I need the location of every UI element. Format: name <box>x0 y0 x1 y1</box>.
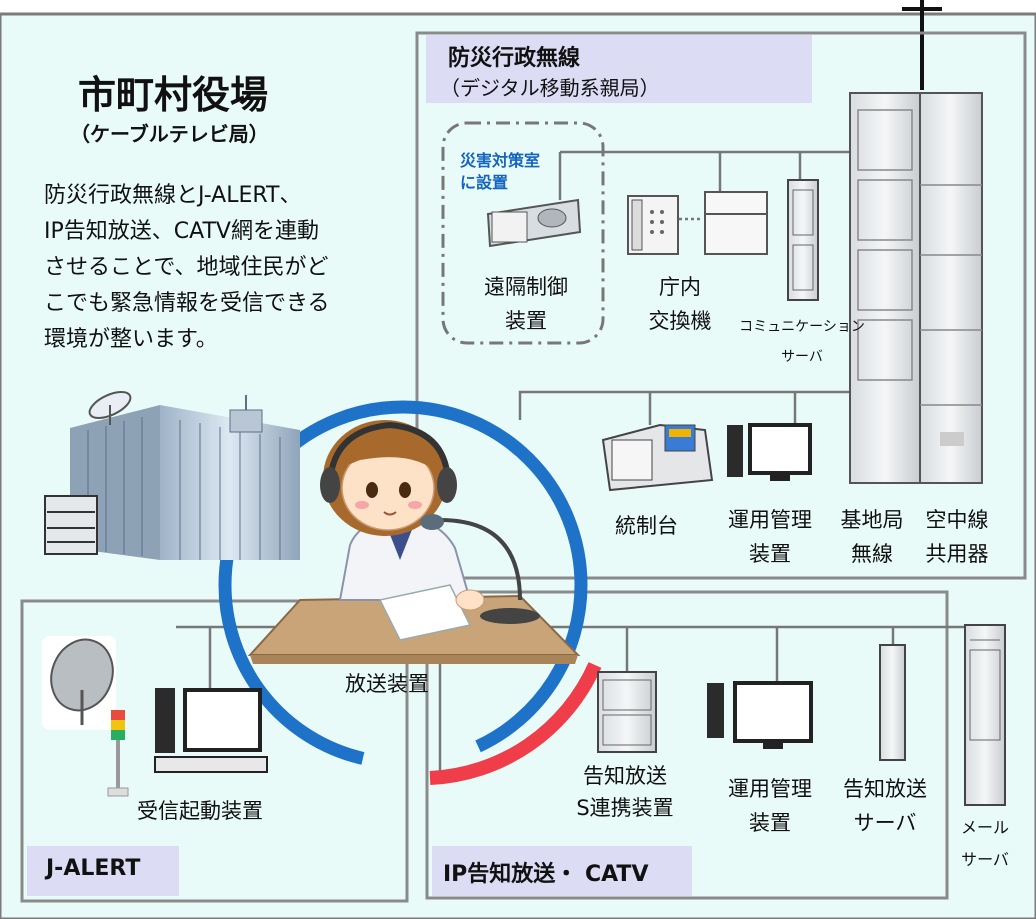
blue-ring <box>218 400 588 770</box>
hq-description: 防災行政無線とJ-ALERT、 IP告知放送、CATV網を連動 させることで、地… <box>44 178 330 358</box>
remote-control-device-graphic <box>486 198 582 248</box>
ip-label-bg <box>432 846 692 896</box>
base-station-graphic <box>849 92 921 484</box>
ip-label: IP告知放送・ CATV <box>443 862 649 887</box>
antenna-share-line: 共用器 <box>925 542 989 566</box>
notice-server-label: 告知放送 サーバ <box>830 772 940 840</box>
remote-control-line: 装置 <box>505 309 547 333</box>
s-link-line: S連携装置 <box>576 796 674 820</box>
comm-server-line: コミュニケーション <box>739 319 865 335</box>
ip-ops-label: 運用管理 装置 <box>715 772 825 840</box>
s-link-device-graphic <box>597 671 657 753</box>
hq-description-line: 環境が整います。 <box>44 327 218 352</box>
bousai-label-title: 防災行政無線 <box>448 46 581 71</box>
broadcast-label: 放送装置 <box>345 672 429 696</box>
antenna-share-line: 空中線 <box>925 508 989 532</box>
pbx-label: 庁内 交換機 <box>630 270 730 338</box>
ip-ops-line: 運用管理 <box>728 777 812 801</box>
pbx-line: 交換機 <box>648 309 712 333</box>
console-graphic <box>601 423 714 492</box>
satellite-dish-graphic <box>42 636 116 730</box>
hq-subtitle: （ケーブルテレビ局） <box>70 122 269 146</box>
notice-server-line: 告知放送 <box>843 777 927 801</box>
bousai-ops-line: 装置 <box>749 542 791 566</box>
ip-ops-line: 装置 <box>749 811 791 835</box>
antenna-mast <box>902 0 942 90</box>
bousai-label-bg <box>426 35 812 103</box>
jalert-pc-graphic <box>154 688 268 773</box>
console-label: 統制台 <box>615 514 678 538</box>
ip-box <box>425 590 949 900</box>
hq-description-line: 防災行政無線とJ-ALERT、 <box>44 183 302 208</box>
bousai-network-lines <box>518 150 892 425</box>
hq-server-unit <box>44 495 98 555</box>
jalert-receiver-label: 受信起動装置 <box>137 799 263 823</box>
ip-ops-pc-graphic <box>707 681 813 749</box>
hq-description-line: こでも緊急情報を受信できる <box>44 291 330 316</box>
comm-server-line: サーバ <box>781 349 823 365</box>
antenna-share-label: 空中線 共用器 <box>917 503 997 571</box>
base-station-line: 基地局 <box>840 508 904 532</box>
broadcast-operator <box>247 420 581 664</box>
remote-control-label: 遠隔制御 装置 <box>466 270 586 338</box>
bousai-label-sub: （デジタル移動系親局） <box>440 76 660 100</box>
disaster-room-line: に設置 <box>460 173 509 192</box>
city-hall-building <box>70 391 300 560</box>
s-link-line: 告知放送 <box>583 764 667 788</box>
pbx-unit-graphic <box>704 191 768 255</box>
pbx-line: 庁内 <box>659 275 701 299</box>
mail-server-label: メール サーバ <box>950 812 1020 876</box>
antenna-share-graphic <box>919 92 983 484</box>
bousai-box <box>415 31 1027 580</box>
jalert-label: J-ALERT <box>46 856 141 881</box>
mail-server-line: メール <box>960 818 1009 837</box>
disaster-room-line: 災害対策室 <box>460 151 541 170</box>
bousai-ops-label: 運用管理 装置 <box>715 503 825 571</box>
comm-server-graphic <box>787 179 819 301</box>
bousai-ops-line: 運用管理 <box>728 508 812 532</box>
disaster-room-label: 災害対策室 に設置 <box>460 150 540 194</box>
remote-control-line: 遠隔制御 <box>484 275 568 299</box>
comm-server-label: コミュニケーション サーバ <box>732 312 872 372</box>
base-station-line: 無線 <box>851 542 893 566</box>
bousai-ops-pc-graphic <box>727 423 812 481</box>
notice-server-graphic <box>879 644 906 761</box>
pbx-phone-graphic <box>627 195 679 255</box>
mail-server-line: サーバ <box>961 850 1009 869</box>
s-link-label: 告知放送 S連携装置 <box>555 760 695 824</box>
notice-server-line: サーバ <box>853 811 917 835</box>
base-station-label: 基地局 無線 <box>832 503 912 571</box>
signal-tower-graphic <box>107 710 129 797</box>
jalert-label-bg <box>27 846 179 896</box>
hq-description-line: IP告知放送、CATV網を連動 <box>44 219 319 244</box>
mail-server-graphic <box>964 624 1006 806</box>
disaster-room-box <box>441 121 605 345</box>
red-arc <box>429 662 602 785</box>
hq-title: 市町村役場 <box>78 73 269 117</box>
jalert-box <box>20 599 409 903</box>
hq-description-line: させることで、地域住民がど <box>44 255 329 280</box>
